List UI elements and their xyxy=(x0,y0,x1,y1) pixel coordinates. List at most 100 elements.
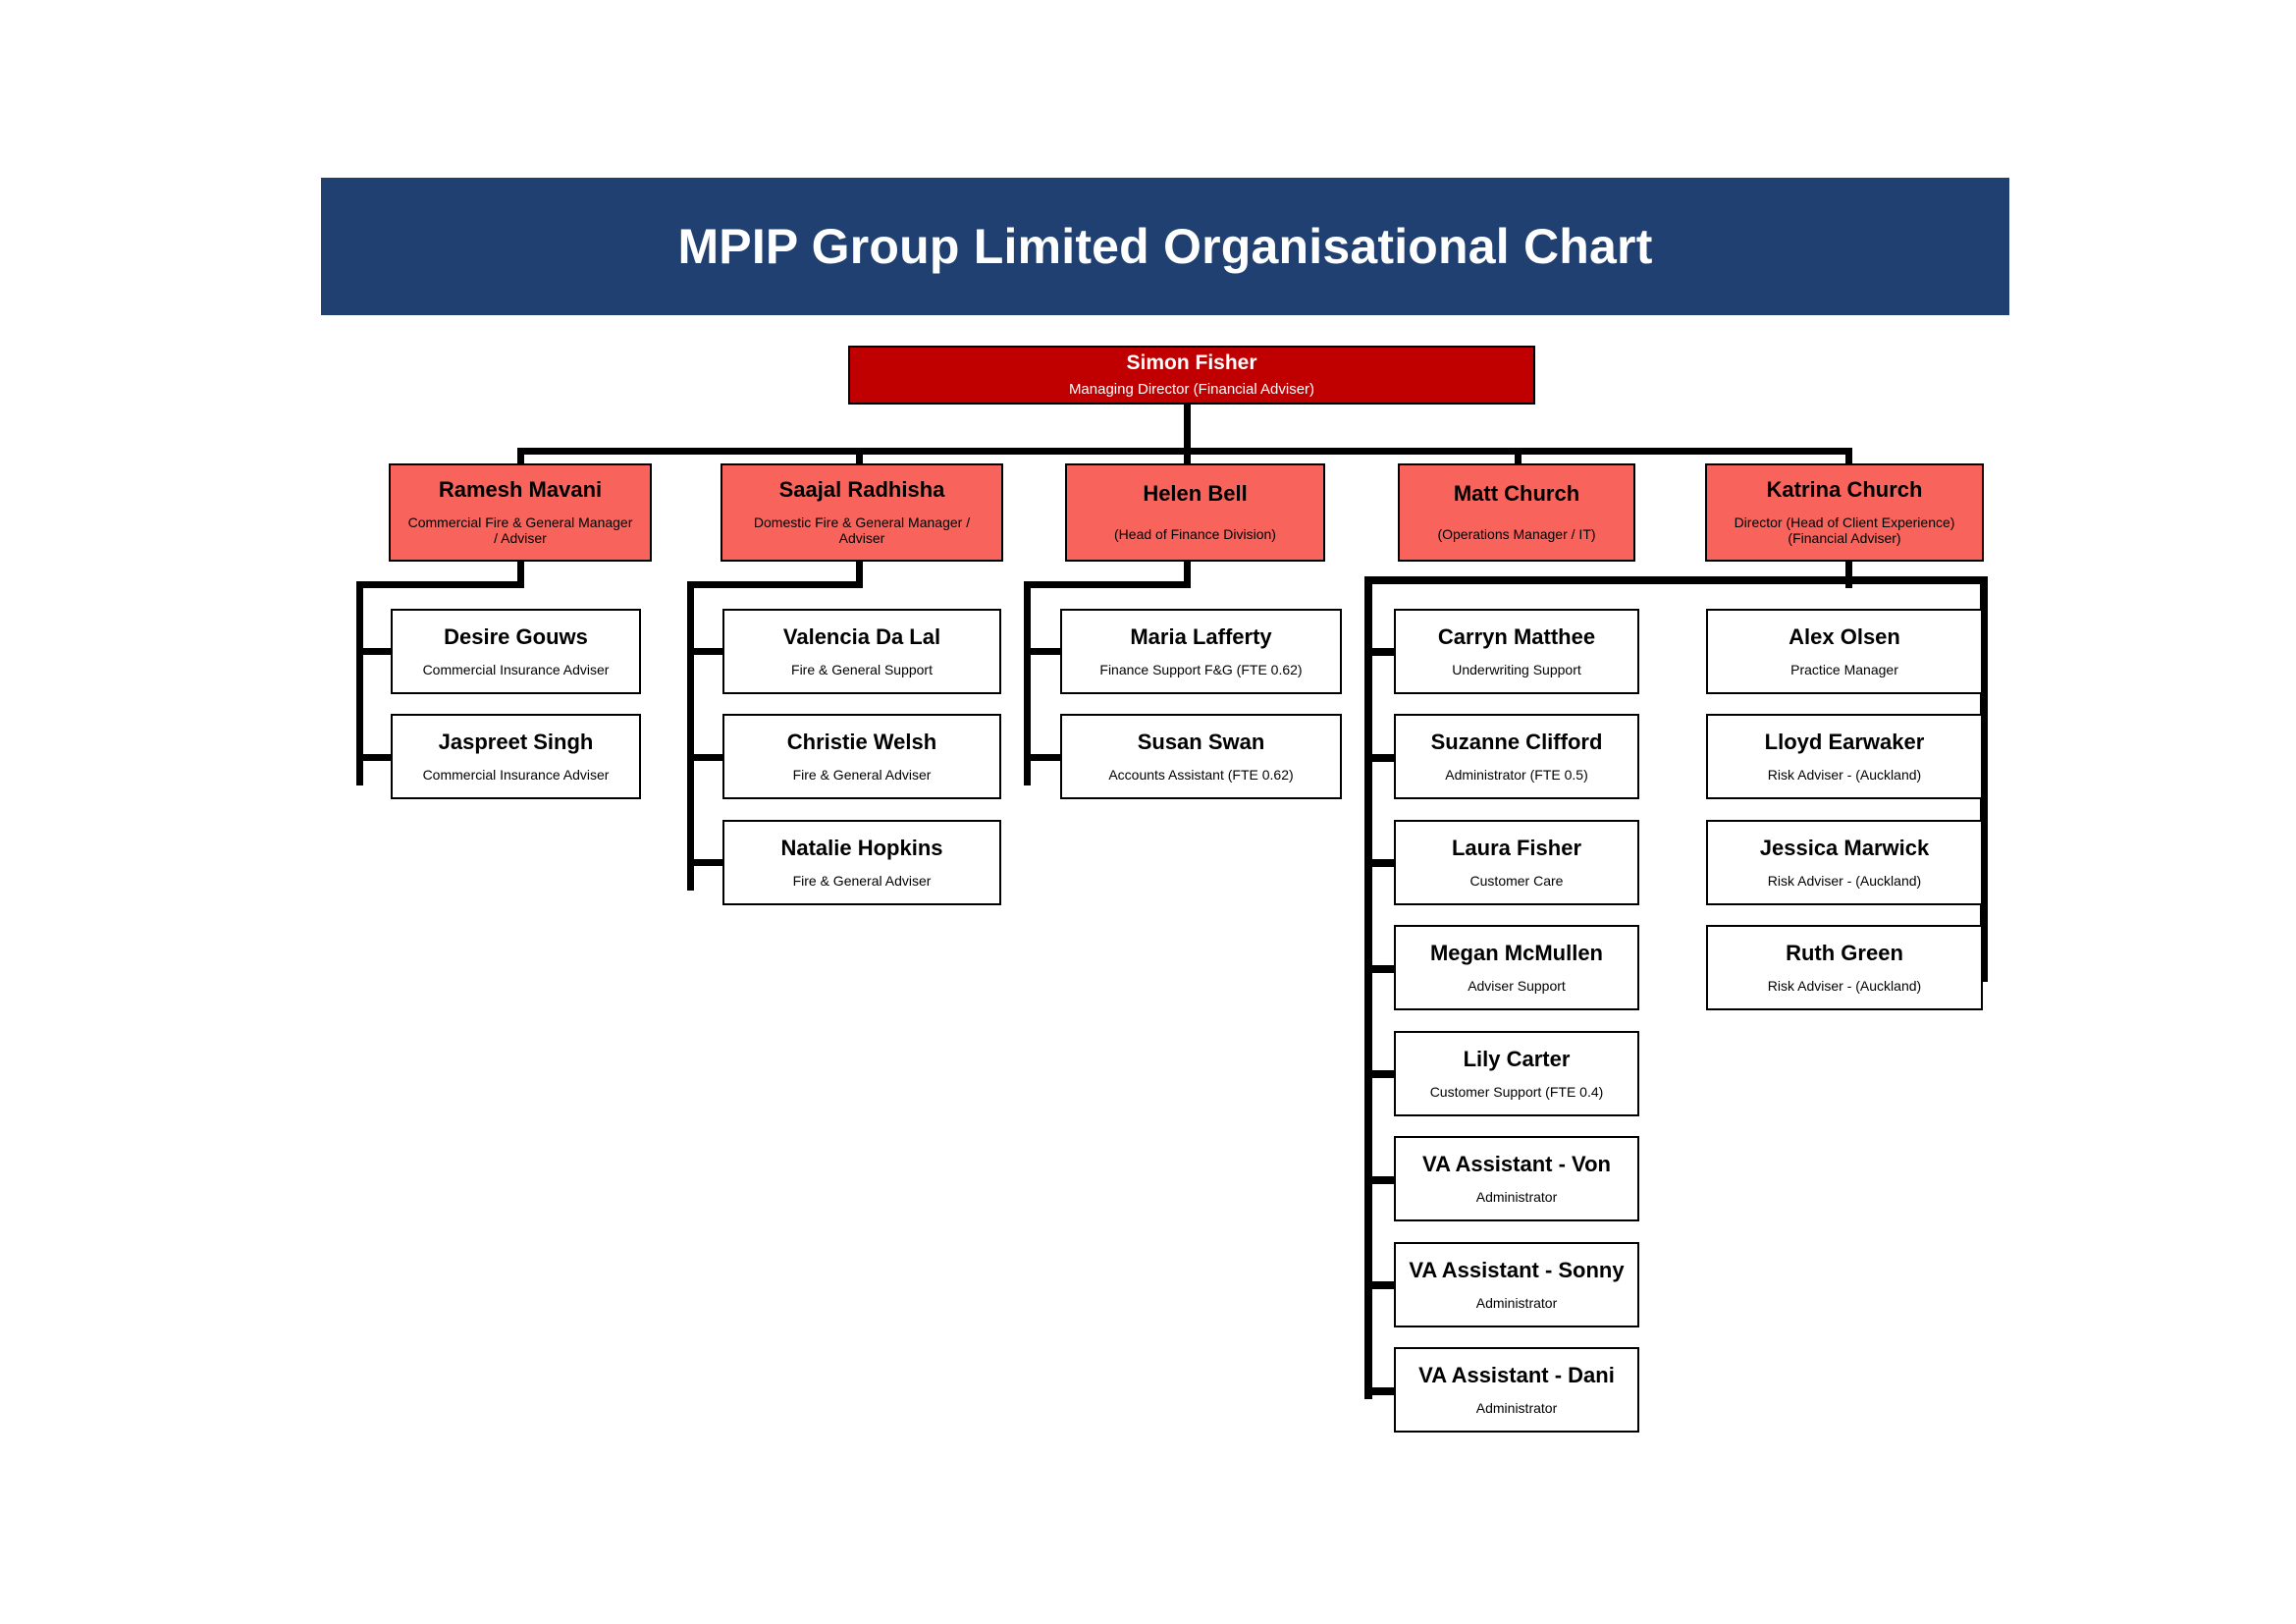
node-name: Lloyd Earwaker xyxy=(1764,729,1925,754)
connector-drop-m2 xyxy=(856,448,863,467)
connector-m4-stub-5 xyxy=(1364,1070,1408,1078)
node-name: Katrina Church xyxy=(1766,477,1923,503)
connector-m3-spine xyxy=(1024,581,1031,785)
connector-m3-stub-2 xyxy=(1024,754,1067,761)
connector-m4-stub-6 xyxy=(1364,1176,1408,1184)
node-staff-valencia-da-lal[interactable]: Valencia Da Lal Fire & General Support xyxy=(722,609,1001,694)
node-name: Ruth Green xyxy=(1786,940,1903,965)
node-manager-matt-church[interactable]: Matt Church (Operations Manager / IT) xyxy=(1398,463,1635,562)
node-role: Risk Adviser - (Auckland) xyxy=(1767,766,1922,783)
node-staff-va-assistant-sonny[interactable]: VA Assistant - Sonny Administrator xyxy=(1394,1242,1639,1327)
node-role: Fire & General Adviser xyxy=(792,872,932,889)
connector-m1-stub-2 xyxy=(356,754,400,761)
connector-m5-spine xyxy=(1980,576,1988,982)
node-role: Fire & General Adviser xyxy=(792,766,932,783)
node-staff-suzanne-clifford[interactable]: Suzanne Clifford Administrator (FTE 0.5) xyxy=(1394,714,1639,799)
node-staff-megan-mcmullen[interactable]: Megan McMullen Adviser Support xyxy=(1394,925,1639,1010)
node-staff-ruth-green[interactable]: Ruth Green Risk Adviser - (Auckland) xyxy=(1706,925,1983,1010)
node-role: Managing Director (Financial Adviser) xyxy=(1068,381,1315,399)
node-name: Ramesh Mavani xyxy=(438,477,603,503)
connector-m1-stem xyxy=(517,561,524,588)
node-staff-lloyd-earwaker[interactable]: Lloyd Earwaker Risk Adviser - (Auckland) xyxy=(1706,714,1983,799)
node-name: Alex Olsen xyxy=(1789,623,1900,649)
node-staff-desire-gouws[interactable]: Desire Gouws Commercial Insurance Advise… xyxy=(391,609,641,694)
node-staff-laura-fisher[interactable]: Laura Fisher Customer Care xyxy=(1394,820,1639,905)
node-name: Maria Lafferty xyxy=(1130,623,1272,649)
connector-m4-stub-1 xyxy=(1364,648,1408,656)
node-staff-susan-swan[interactable]: Susan Swan Accounts Assistant (FTE 0.62) xyxy=(1060,714,1342,799)
node-name: Suzanne Clifford xyxy=(1430,729,1603,754)
node-name: Saajal Radhisha xyxy=(778,477,945,503)
node-role: Customer Care xyxy=(1469,872,1564,889)
node-manager-helen-bell[interactable]: Helen Bell (Head of Finance Division) xyxy=(1065,463,1325,562)
node-name: Jessica Marwick xyxy=(1759,835,1930,860)
node-name: Valencia Da Lal xyxy=(782,623,941,649)
node-role: Administrator xyxy=(1475,1399,1558,1416)
node-staff-jaspreet-singh[interactable]: Jaspreet Singh Commercial Insurance Advi… xyxy=(391,714,641,799)
node-role: Risk Adviser - (Auckland) xyxy=(1767,872,1922,889)
node-name: Natalie Hopkins xyxy=(780,835,943,860)
node-staff-natalie-hopkins[interactable]: Natalie Hopkins Fire & General Adviser xyxy=(722,820,1001,905)
node-role: Underwriting Support xyxy=(1452,661,1581,677)
node-role: Commercial Insurance Adviser xyxy=(422,661,610,677)
node-name: Helen Bell xyxy=(1143,481,1248,507)
node-staff-lily-carter[interactable]: Lily Carter Customer Support (FTE 0.4) xyxy=(1394,1031,1639,1116)
connector-m3-stem xyxy=(1184,561,1191,588)
node-role: Accounts Assistant (FTE 0.62) xyxy=(1108,766,1294,783)
connector-drop-m4 xyxy=(1515,448,1522,467)
node-staff-alex-olsen[interactable]: Alex Olsen Practice Manager xyxy=(1706,609,1983,694)
node-name: Carryn Matthee xyxy=(1437,623,1596,649)
node-role: Administrator (FTE 0.5) xyxy=(1445,766,1588,783)
connector-m2-stub-3 xyxy=(687,859,730,866)
node-role: Risk Adviser - (Auckland) xyxy=(1767,977,1922,994)
node-staff-jessica-marwick[interactable]: Jessica Marwick Risk Adviser - (Auckland… xyxy=(1706,820,1983,905)
connector-m1-spine xyxy=(356,581,363,785)
node-staff-maria-lafferty[interactable]: Maria Lafferty Finance Support F&G (FTE … xyxy=(1060,609,1342,694)
connector-m4-stub-2 xyxy=(1364,754,1408,762)
node-staff-carryn-matthee[interactable]: Carryn Matthee Underwriting Support xyxy=(1394,609,1639,694)
node-role: Practice Manager xyxy=(1790,661,1898,677)
node-manager-katrina-church[interactable]: Katrina Church Director (Head of Client … xyxy=(1705,463,1984,562)
node-role-line1: Domestic Fire & General Manager / xyxy=(753,514,971,530)
node-role-line2: (Financial Adviser) xyxy=(1788,530,1901,547)
node-role-line2: Adviser xyxy=(838,530,885,547)
node-staff-va-assistant-von[interactable]: VA Assistant - Von Administrator xyxy=(1394,1136,1639,1221)
node-role-line1: Commercial Fire & General Manager xyxy=(407,514,633,530)
node-role-line1: (Head of Finance Division) xyxy=(1114,526,1276,543)
connector-m2-stem xyxy=(856,561,863,588)
title-banner: MPIP Group Limited Organisational Chart xyxy=(321,178,2009,315)
connector-m2-stub-1 xyxy=(687,648,730,655)
node-staff-va-assistant-dani[interactable]: VA Assistant - Dani Administrator xyxy=(1394,1347,1639,1433)
node-name: Lily Carter xyxy=(1463,1046,1571,1071)
node-name: Laura Fisher xyxy=(1451,835,1582,860)
connector-m4-stub-7 xyxy=(1364,1281,1408,1289)
connector-root-drop xyxy=(1184,403,1191,454)
node-name: VA Assistant - Von xyxy=(1422,1151,1611,1176)
node-role: Fire & General Support xyxy=(791,661,933,677)
connector-m3-stub-1 xyxy=(1024,648,1067,655)
node-name: Christie Welsh xyxy=(786,729,937,754)
connector-m4-spine xyxy=(1364,576,1372,1399)
node-role: Administrator xyxy=(1475,1294,1558,1311)
connector-m1-stub-1 xyxy=(356,648,400,655)
node-name: Jaspreet Singh xyxy=(438,729,594,754)
node-staff-christie-welsh[interactable]: Christie Welsh Fire & General Adviser xyxy=(722,714,1001,799)
connector-drop-m5 xyxy=(1845,448,1852,467)
node-manager-saajal-radhisha[interactable]: Saajal Radhisha Domestic Fire & General … xyxy=(721,463,1003,562)
connector-drop-m3 xyxy=(1184,448,1191,467)
connector-m4-stub-4 xyxy=(1364,965,1408,973)
connector-m4-stub-8 xyxy=(1364,1387,1408,1395)
node-role: Adviser Support xyxy=(1468,977,1566,994)
connector-m2-elbow xyxy=(687,581,863,588)
node-name: VA Assistant - Dani xyxy=(1418,1362,1615,1387)
connector-m2-spine xyxy=(687,581,694,891)
node-manager-ramesh-mavani[interactable]: Ramesh Mavani Commercial Fire & General … xyxy=(389,463,652,562)
connector-m3-elbow xyxy=(1024,581,1191,588)
connector-m5-stem xyxy=(1845,561,1852,588)
node-role: Customer Support (FTE 0.4) xyxy=(1429,1083,1604,1100)
node-name: Simon Fisher xyxy=(1126,351,1257,374)
node-root-simon-fisher[interactable]: Simon Fisher Managing Director (Financia… xyxy=(848,346,1535,405)
node-role: Finance Support F&G (FTE 0.62) xyxy=(1099,661,1303,677)
connector-m2-stub-2 xyxy=(687,754,730,761)
